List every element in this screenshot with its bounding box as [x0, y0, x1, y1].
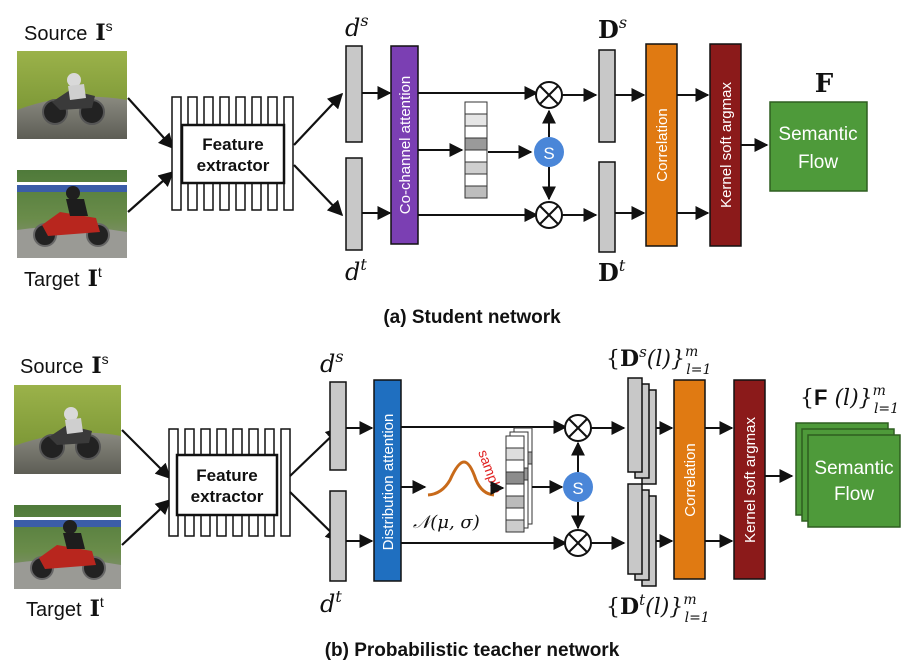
student-semantic-flow-block: [769, 101, 868, 192]
teacher-sampled-vectors: [505, 427, 533, 533]
student-correlation-block: [645, 43, 678, 247]
student-ds-feature-bar: [345, 45, 363, 143]
student-Ds-bar: [598, 49, 616, 143]
teacher-feature-extractor-label-1: Feature: [196, 466, 257, 485]
student-extractor-to-dt-arrow: [293, 164, 344, 217]
student-target-arrow: [127, 170, 175, 213]
teacher-ds-feature-bar: [329, 381, 347, 471]
student-correlation-label: Correlation: [654, 108, 671, 181]
student-s-label: S: [543, 144, 554, 163]
student-source-arrow: [127, 97, 175, 150]
distribution-attention-block: [373, 379, 402, 582]
teacher-dt-label: dt: [320, 587, 342, 618]
student-kernel-soft-argmax-block: [709, 43, 742, 247]
teacher-s-node: [563, 472, 593, 502]
teacher-source-image: [14, 385, 121, 474]
student-dt-feature-bar: [345, 157, 363, 251]
teacher-correlation-block: [673, 379, 706, 580]
student-feature-extractor-label-2: extractor: [197, 156, 270, 175]
gaussian-curve: [427, 460, 495, 497]
student-feature-extractor-label-1: Feature: [202, 135, 263, 154]
student-channel-weight-vector: [464, 101, 488, 199]
teacher-dt-feature-bar: [329, 490, 347, 582]
teacher-ds-label: ds: [320, 347, 344, 378]
co-channel-attention-block: [390, 45, 419, 245]
teacher-multiply-top: [564, 414, 592, 442]
student-extractor-to-ds-arrow: [293, 92, 344, 146]
student-multiply-bottom: [535, 201, 563, 229]
co-channel-attention-label: Co-channel attention: [397, 76, 414, 214]
teacher-semantic-flow-label-2: Flow: [834, 484, 874, 505]
student-semantic-flow-label-2: Flow: [798, 152, 838, 173]
teacher-kernel-soft-argmax-label: Kernel soft argmax: [742, 417, 759, 543]
teacher-Dt-stack: [627, 483, 657, 587]
student-Dt-label: Dt: [598, 256, 626, 287]
teacher-caption: (b) Probabilistic teacher network: [325, 640, 620, 661]
student-target-image: [17, 170, 127, 258]
teacher-semantic-flow-stack: [795, 422, 901, 528]
teacher-kernel-soft-argmax-block: [733, 379, 766, 580]
teacher-source-arrow: [121, 429, 172, 480]
teacher-feature-extractor-label-2: extractor: [191, 487, 264, 506]
teacher-semantic-flow-label-1: Semantic: [814, 458, 893, 479]
student-Dt-bar: [598, 161, 616, 253]
gaussian-label: 𝒩(μ, σ): [413, 512, 480, 533]
student-s-node: [534, 137, 564, 167]
student-kernel-soft-argmax-label: Kernel soft argmax: [718, 82, 735, 208]
teacher-target-image: [14, 505, 121, 589]
student-feature-extractor: Feature extractor: [171, 96, 294, 211]
student-F-label: F: [815, 69, 834, 99]
student-source-image: [17, 51, 127, 139]
teacher-multiply-bottom: [564, 529, 592, 557]
distribution-attention-label: Distribution attention: [380, 414, 397, 551]
student-multiply-top: [535, 81, 563, 109]
teacher-feature-extractor: Feature extractor: [168, 428, 291, 537]
student-dt-label: dt: [345, 255, 367, 286]
student-semantic-flow-label-1: Semantic: [778, 124, 857, 145]
teacher-Ds-stack: [627, 377, 657, 485]
student-caption: (a) Student network: [383, 307, 561, 328]
student-ds-label: ds: [345, 11, 369, 42]
student-Ds-label: Ds: [598, 13, 627, 44]
teacher-correlation-label: Correlation: [682, 443, 699, 516]
teacher-s-label: S: [572, 479, 583, 498]
teacher-target-arrow: [121, 498, 172, 546]
